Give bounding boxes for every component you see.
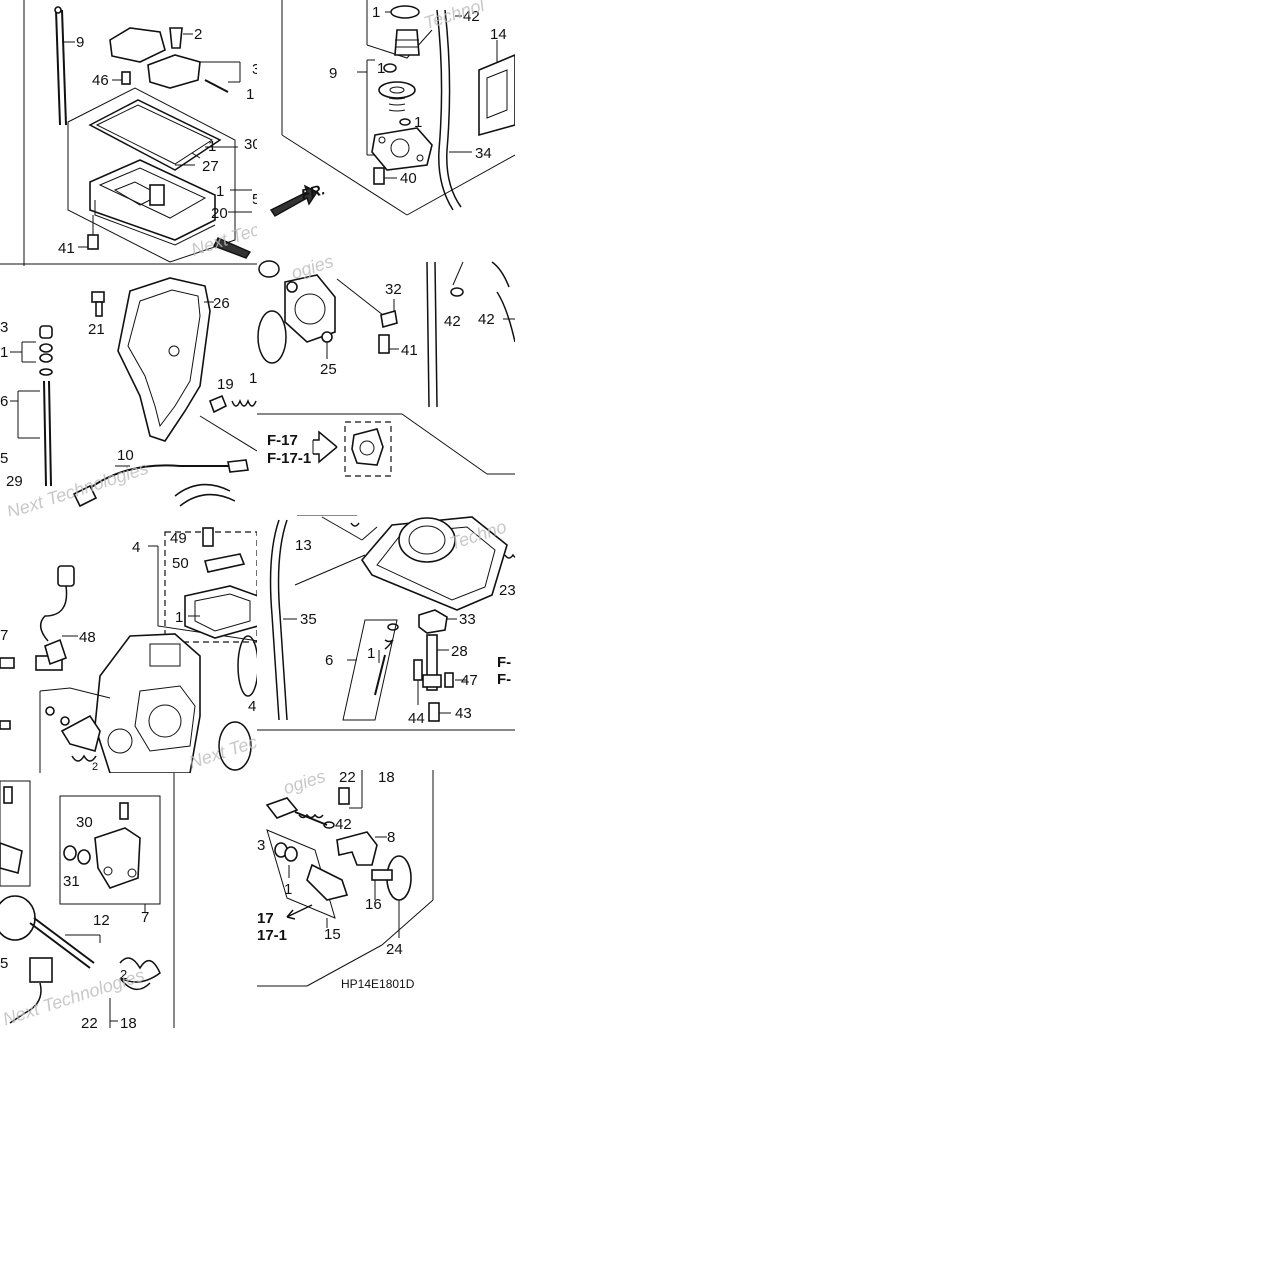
ref-f-17: F-17	[267, 432, 298, 449]
callout-21: 21	[88, 321, 105, 338]
callout-1: 1	[284, 881, 293, 898]
callout-42: 42	[335, 816, 352, 833]
callout-30: 30	[244, 136, 257, 153]
tile-carburetor-body: 4 49 50 1 7 48 4 2 Next Tec	[0, 516, 257, 773]
float-chamber-drawing	[0, 0, 257, 266]
callout-26: 26	[213, 295, 230, 312]
callout-1-b: 1	[208, 138, 217, 155]
callout-1-c: 1	[216, 183, 225, 200]
ref-f-partial-1: F-	[497, 654, 512, 671]
tile-accelerator-pump: 1 42 14 9 1 1 34 40 FR. Technol	[257, 0, 515, 266]
callout-2: 2	[194, 26, 203, 43]
callout-14: 14	[490, 26, 507, 43]
tile-choke-valve: 22 18 42 8 1 16 15 24 3 17 17-1 HP14E180…	[257, 770, 434, 995]
callout-9: 9	[329, 65, 338, 82]
callout-4-top: 4	[132, 539, 141, 556]
accelerator-pump-drawing	[269, 0, 515, 217]
callout-34: 34	[475, 145, 492, 162]
callout-35: 35	[300, 611, 317, 628]
tile-intake-joint: 32 42 42 41 25 F-17 F-17-1 ogies	[257, 257, 515, 517]
carburetor-body-drawing	[0, 527, 257, 773]
callout-6: 6	[0, 393, 9, 410]
callout-42-left: 42	[444, 313, 461, 330]
callout-47: 47	[461, 672, 478, 689]
top-cover-drawing	[10, 277, 257, 508]
callout-42-right: 42	[478, 311, 495, 328]
callout-5: 5	[0, 955, 9, 972]
callout-40: 40	[400, 170, 417, 187]
callout-1-top: 1	[372, 4, 381, 21]
callout-25: 25	[320, 361, 337, 378]
callout-1-right: 1	[249, 370, 257, 387]
callout-1-mid: 1	[377, 60, 386, 77]
callout-33: 33	[459, 611, 476, 628]
callout-7: 7	[141, 909, 150, 926]
ref-f-17-1: F-17-1	[267, 450, 312, 467]
callout-12: 12	[93, 912, 110, 929]
callout-27: 27	[202, 158, 219, 175]
callout-22: 22	[81, 1015, 98, 1028]
callout-1: 1	[0, 344, 9, 361]
callout-4-right: 4	[248, 698, 257, 715]
ref-17-1: 17-1	[257, 927, 288, 944]
callout-18: 18	[378, 770, 395, 786]
choke-valve-drawing	[257, 770, 434, 987]
callout-1-a: 1	[246, 86, 255, 103]
callout-3: 3	[0, 319, 9, 336]
callout-8: 8	[387, 829, 396, 846]
callout-2: 2	[120, 967, 128, 982]
callout-42: 42	[463, 8, 480, 25]
callout-3: 3	[257, 837, 266, 854]
callout-23: 23	[499, 582, 515, 599]
callout-28: 28	[451, 643, 468, 660]
callout-1: 1	[175, 609, 184, 626]
callout-41: 41	[401, 342, 418, 359]
callout-1: 1	[367, 645, 376, 662]
callout-48: 48	[79, 629, 96, 646]
callout-10: 10	[117, 447, 134, 464]
tile-throttle-linkage: 30 31 12 7 5 22 18 2 Next Technologies	[0, 773, 177, 1028]
callout-13: 13	[295, 537, 312, 554]
callout-1-low: 1	[414, 114, 423, 131]
intake-joint-drawing	[257, 260, 515, 477]
callout-3: 3	[252, 61, 257, 78]
tile-float-chamber: 9 2 3 46 1 1 30 27 1 1 20 5 41 Next Tech	[0, 0, 257, 266]
callout-43: 43	[455, 705, 472, 722]
callout-19: 19	[217, 376, 234, 393]
callout-32: 32	[385, 281, 402, 298]
callout-18: 18	[120, 1015, 137, 1028]
ref-17: 17	[257, 910, 274, 927]
callout-41: 41	[58, 240, 75, 257]
callout-5: 5	[252, 191, 257, 208]
callout-9: 9	[76, 34, 85, 51]
callout-2: 2	[92, 761, 99, 773]
callout-29: 29	[6, 473, 23, 490]
callout-30: 30	[76, 814, 93, 831]
callout-20: 20	[211, 205, 228, 222]
callout-44: 44	[408, 710, 425, 727]
needle-jet-drawing	[257, 515, 515, 731]
callout-24: 24	[386, 941, 403, 958]
callout-5: 5	[0, 450, 9, 467]
callout-6: 6	[325, 652, 334, 669]
throttle-linkage-drawing	[0, 773, 175, 1028]
callout-31: 31	[63, 873, 80, 890]
callout-46: 46	[92, 72, 109, 89]
callout-22: 22	[339, 770, 356, 786]
diagram-code: HP14E1801D	[341, 977, 415, 991]
tile-needle-jet: 13 23 35 33 28 6 1 47 44 43 F- F- Techno	[257, 515, 515, 733]
ref-f-partial-2: F-	[497, 671, 512, 688]
callout-50: 50	[172, 555, 189, 572]
callout-16: 16	[365, 896, 382, 913]
callout-49: 49	[170, 530, 187, 547]
callout-15: 15	[324, 926, 341, 943]
callout-7: 7	[0, 627, 9, 644]
tile-top-cover: 26 21 3 1 6 19 1 10 5 29 Next Technologi…	[0, 266, 257, 516]
